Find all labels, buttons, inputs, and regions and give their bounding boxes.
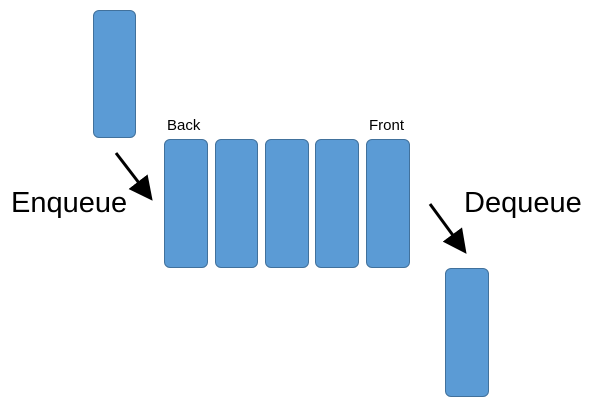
dequeue-arrow xyxy=(428,203,467,254)
queue-element-back xyxy=(164,139,208,268)
queue-element xyxy=(265,139,309,268)
incoming-element xyxy=(93,10,136,138)
dequeue-label: Dequeue xyxy=(464,187,582,219)
front-label: Front xyxy=(369,117,405,134)
queue-element xyxy=(215,139,258,268)
outgoing-element xyxy=(445,268,489,397)
enqueue-label: Enqueue xyxy=(11,187,128,219)
queue-element-front xyxy=(366,139,410,268)
enqueue-arrow xyxy=(114,152,153,201)
back-label: Back xyxy=(167,117,201,134)
queue-element xyxy=(315,139,359,268)
